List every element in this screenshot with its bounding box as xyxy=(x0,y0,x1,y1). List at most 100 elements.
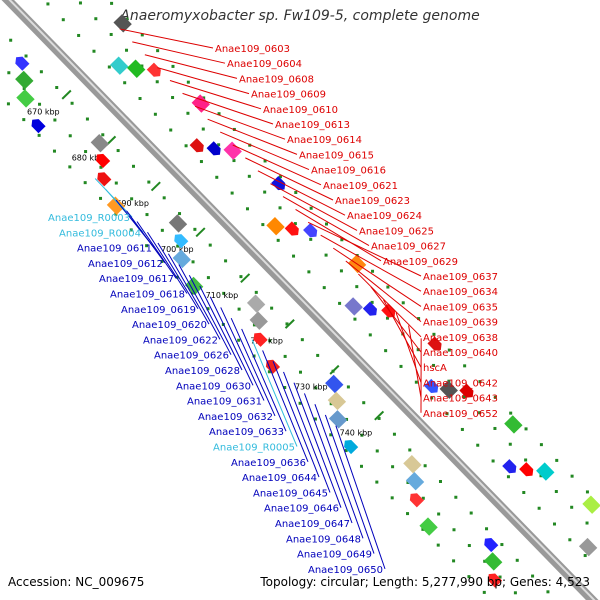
track-dot xyxy=(263,159,267,163)
leader-line xyxy=(147,231,188,294)
track-dot xyxy=(438,479,442,483)
gene-arrow xyxy=(344,440,359,455)
gene-box xyxy=(266,216,285,236)
leader-line xyxy=(270,183,358,231)
gene-box xyxy=(536,462,555,481)
track-dot xyxy=(478,411,482,415)
gene-label-forward: Anae109_0608 xyxy=(239,74,314,85)
track-dot xyxy=(186,80,190,84)
track-dot xyxy=(268,339,272,343)
track-dot xyxy=(217,143,221,147)
track-dot xyxy=(61,18,65,22)
track-dot xyxy=(217,112,221,116)
track-dot xyxy=(554,490,558,494)
track-dot xyxy=(22,86,26,90)
gene-box xyxy=(484,552,503,571)
track-dot xyxy=(7,71,11,75)
gene-label-forward: Anae109_0613 xyxy=(275,120,350,131)
gene-arrow xyxy=(362,301,377,316)
track-dot xyxy=(375,449,379,453)
track-dot xyxy=(314,386,318,390)
track-dot xyxy=(232,159,236,163)
track-dot xyxy=(401,301,405,305)
track-dot xyxy=(309,206,313,210)
track-dot xyxy=(131,164,135,168)
leader-line xyxy=(358,273,422,338)
track-dot xyxy=(359,464,363,468)
track-dot xyxy=(222,291,226,295)
leader-line xyxy=(251,339,298,447)
accession-label: Accession: NC_009675 xyxy=(8,575,145,589)
track-dot xyxy=(202,96,206,100)
track-dot xyxy=(386,285,390,289)
track-dot xyxy=(463,364,467,368)
leader-line xyxy=(157,67,250,95)
leader-line xyxy=(157,242,199,310)
scale-tick xyxy=(284,319,295,329)
gene-label-forward: Anae109_0621 xyxy=(323,181,398,192)
track-dot xyxy=(346,385,350,389)
gene-box xyxy=(15,70,34,90)
track-dot xyxy=(140,33,144,37)
gene-arrow xyxy=(97,172,112,187)
gene-box xyxy=(90,134,110,153)
track-dot xyxy=(344,449,348,453)
gene-label-reverse: Anae109_0650 xyxy=(308,565,383,576)
track-dot xyxy=(524,427,528,431)
track-dot xyxy=(476,443,480,447)
track-dot xyxy=(454,495,458,499)
gene-box xyxy=(172,249,191,269)
gene-box xyxy=(325,374,344,394)
gene-arrow xyxy=(502,459,517,474)
track-dot xyxy=(392,432,396,436)
scale-tick xyxy=(374,410,385,421)
leader-line xyxy=(207,118,298,155)
gene-label-reverse: Anae109_0611 xyxy=(77,244,152,255)
track-dot xyxy=(515,558,519,562)
track-dot xyxy=(267,370,271,374)
track-dot xyxy=(125,17,129,21)
leader-line xyxy=(167,253,210,325)
track-dot xyxy=(417,317,421,321)
leader-line xyxy=(332,247,422,307)
track-dot xyxy=(283,354,287,358)
right-labels: Anae109_0603Anae109_0604Anae109_0608Anae… xyxy=(215,44,498,420)
gene-arrow xyxy=(487,573,503,588)
track-dot xyxy=(460,427,464,431)
track-dot xyxy=(248,143,252,147)
track-dot xyxy=(285,322,289,326)
scale-label: 730 kbp xyxy=(295,383,328,392)
track-dot xyxy=(500,543,504,547)
track-dot xyxy=(416,348,420,352)
track-dot xyxy=(191,291,195,295)
gene-box xyxy=(126,59,146,78)
leader-line xyxy=(220,307,265,401)
track-dot xyxy=(570,505,574,509)
track-dot xyxy=(278,206,282,210)
gene-arrow xyxy=(189,138,204,153)
gene-arrow xyxy=(459,383,474,398)
track-dot xyxy=(145,244,149,248)
track-dot xyxy=(552,522,556,526)
gene-arrow xyxy=(15,56,30,71)
gene-label-reverse: Anae109_0649 xyxy=(297,550,372,561)
track-dot xyxy=(391,465,395,469)
track-dot xyxy=(360,433,364,437)
track-dot xyxy=(206,276,210,280)
track-dot xyxy=(116,149,120,153)
gene-label-reverse: Anae109_0619 xyxy=(121,305,196,316)
gene-label-forward: Anae109_0624 xyxy=(347,211,422,222)
gene-box xyxy=(504,415,523,434)
gene-label-forward: Anae109_0627 xyxy=(371,242,446,253)
track-dot xyxy=(322,286,326,290)
track-dot xyxy=(414,380,418,384)
track-dot xyxy=(261,223,265,227)
track-dot xyxy=(160,259,164,263)
gene-box xyxy=(344,297,363,316)
track-dot xyxy=(371,269,375,273)
track-dot xyxy=(421,496,425,500)
leader-line xyxy=(257,170,346,216)
track-dot xyxy=(138,97,142,101)
track-dot xyxy=(101,133,105,137)
track-dot xyxy=(175,275,179,279)
